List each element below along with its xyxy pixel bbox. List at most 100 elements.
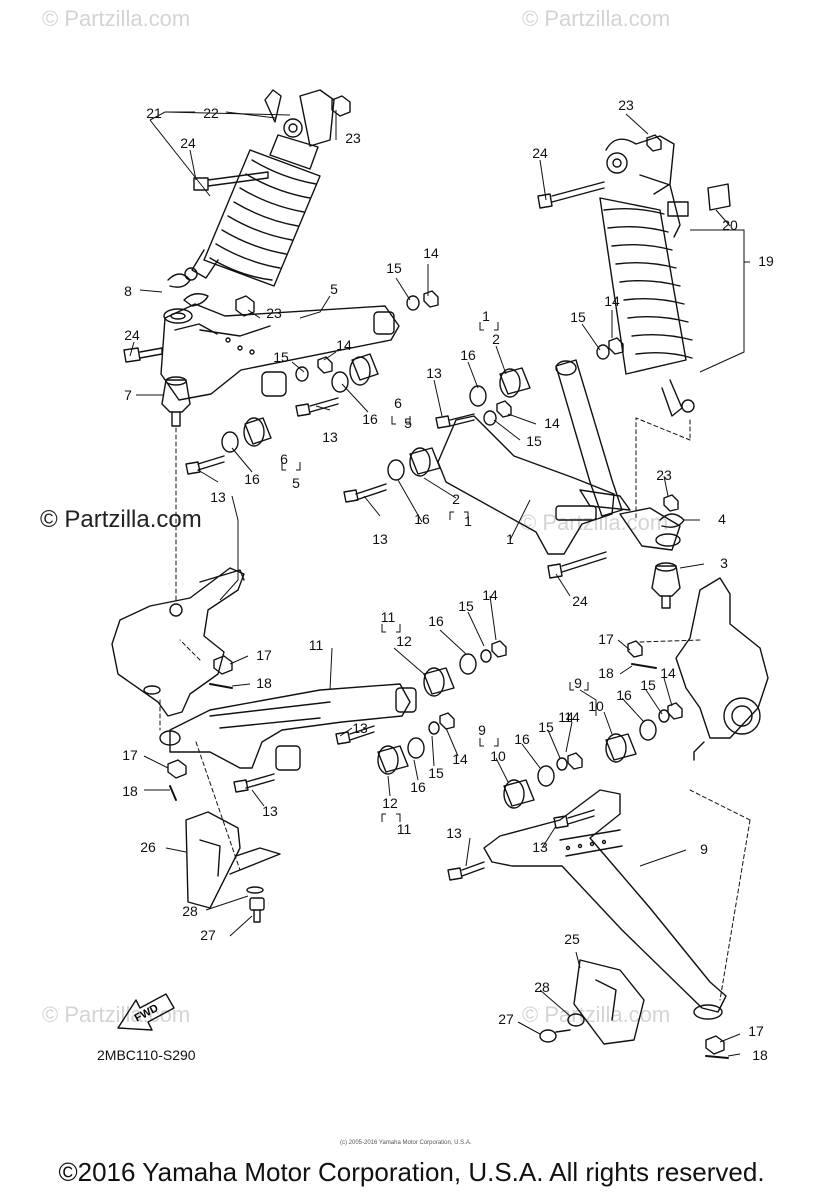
pin-18-b <box>169 785 177 801</box>
clip-8 <box>167 273 191 288</box>
nut-17-c <box>627 640 643 658</box>
callout-c23a: 23 <box>345 130 361 146</box>
bushing-2-upper <box>499 367 531 398</box>
callout-c11c: 11 <box>397 821 412 837</box>
callout-c2b: 2 <box>452 491 460 507</box>
watermark: © Partzilla.com <box>42 1002 191 1027</box>
footer-copyright: ©2016 Yamaha Motor Corporation, U.S.A. A… <box>58 1157 765 1187</box>
callout-c27a: 27 <box>200 927 216 943</box>
callout-c15c: 15 <box>570 309 586 325</box>
nut-17-b <box>167 759 187 779</box>
callout-c14e: 14 <box>482 587 498 603</box>
callout-c9c: 9 <box>700 841 708 857</box>
callout-c1c: 1 <box>506 531 514 547</box>
callout-c17b: 17 <box>122 747 138 763</box>
callout-c13a: 13 <box>322 429 338 445</box>
callout-c16a: 16 <box>362 411 378 427</box>
nut-23-b <box>235 295 255 317</box>
callout-c14g: 14 <box>660 665 676 681</box>
callout-c5a: 5 <box>404 415 412 431</box>
collar-15-e <box>480 649 492 663</box>
bolt-24-b <box>123 347 163 363</box>
callout-c14i: 14 <box>564 709 580 725</box>
callout-c12a: 12 <box>396 633 412 649</box>
bushing-12-upper <box>423 667 455 697</box>
callout-c24a: 24 <box>180 135 196 151</box>
pin-18-c <box>631 663 657 669</box>
callout-c6a: 6 <box>394 395 402 411</box>
nut-14-f <box>439 712 455 730</box>
washer-28-a <box>246 886 264 894</box>
bolt-24-left <box>193 171 269 191</box>
callout-c18a: 18 <box>256 675 272 691</box>
bushing-6-lower <box>243 417 272 447</box>
callout-c4: 4 <box>718 511 726 527</box>
collar-15-f <box>428 721 440 735</box>
washer-16-g <box>639 719 657 741</box>
callout-c22: 22 <box>203 105 219 121</box>
callout-c19: 19 <box>758 253 774 269</box>
callout-c10a: 10 <box>588 698 604 714</box>
left-steering-knuckle <box>111 567 245 717</box>
bolt-27-b <box>539 1029 571 1043</box>
skid-plate-26 <box>185 811 281 909</box>
callout-c5b: 5 <box>292 475 300 491</box>
nut-14-g <box>667 702 683 720</box>
callout-c15e: 15 <box>458 598 474 614</box>
bushing-6-upper <box>349 353 379 386</box>
bolt-13-e <box>335 725 375 745</box>
bolt-13-g <box>553 809 595 829</box>
washer-16-f <box>407 737 425 759</box>
callout-c14d: 14 <box>544 415 560 431</box>
callout-c25: 25 <box>564 931 580 947</box>
callout-c16d: 16 <box>414 511 430 527</box>
callout-c24c: 24 <box>532 145 548 161</box>
collar-15-g <box>658 709 670 723</box>
bolt-13-c <box>435 413 475 429</box>
ball-joint-7 <box>161 376 191 427</box>
washer-16-c <box>469 385 487 407</box>
callout-c18c: 18 <box>598 665 614 681</box>
callout-c15h: 15 <box>538 719 554 735</box>
callout-c18d: 18 <box>752 1047 768 1063</box>
collar-15 <box>295 366 309 382</box>
callout-c5: 5 <box>330 281 338 297</box>
callout-c16g: 16 <box>616 687 632 703</box>
callout-c27b: 27 <box>498 1011 514 1027</box>
callout-c13b: 13 <box>210 489 226 505</box>
callout-c24b: 24 <box>124 327 140 343</box>
callout-c17d: 17 <box>748 1023 764 1039</box>
bolt-27-a <box>249 897 265 923</box>
watermark: © Partzilla.com <box>522 6 671 31</box>
callout-c1b: 1 <box>464 513 472 529</box>
callout-c23c: 23 <box>618 97 634 113</box>
callout-c13f: 13 <box>262 803 278 819</box>
callout-c15d: 15 <box>526 433 542 449</box>
nut-23 <box>331 95 351 117</box>
bolt-13-a <box>295 397 339 417</box>
callout-c9b: 9 <box>478 722 486 738</box>
washer-16-h <box>537 765 555 787</box>
nut-14 <box>317 356 333 374</box>
ball-joint-3 <box>651 562 681 609</box>
upper-arm-right <box>437 359 681 555</box>
callout-c15g: 15 <box>640 677 656 693</box>
washer-16-d <box>387 459 405 481</box>
callout-c13d: 13 <box>372 531 388 547</box>
callout-c10b: 10 <box>490 748 506 764</box>
bolt-13-b <box>185 455 225 475</box>
callout-c15b: 15 <box>273 349 289 365</box>
bushing-10-upper <box>605 733 637 763</box>
callout-c12b: 12 <box>382 795 398 811</box>
callout-c14f: 14 <box>452 751 468 767</box>
pin-18-d <box>705 1055 729 1059</box>
nut-14-h <box>567 752 583 770</box>
diagram-code: 2MBC110-S290 <box>97 1047 196 1063</box>
bolt-24-d <box>547 551 607 579</box>
partzilla-watermark: © Partzilla.com <box>40 506 202 533</box>
callout-c13e: 13 <box>352 720 368 736</box>
callout-c16c: 16 <box>460 347 476 363</box>
nut-23-d <box>663 494 679 512</box>
callout-c11a: 11 <box>381 609 396 625</box>
callout-c9a: 9 <box>574 675 582 691</box>
